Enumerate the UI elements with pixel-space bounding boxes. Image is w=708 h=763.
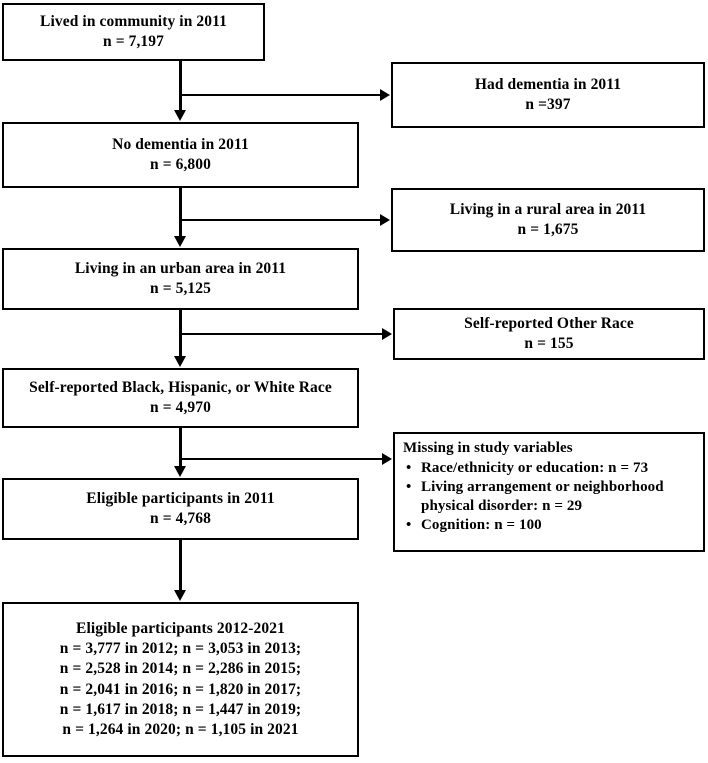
node-black-hispanic-white-race-line2: n = 4,970 bbox=[150, 399, 211, 416]
node-eligible-participants-2012-2021-title: Eligible participants 2012-2021 bbox=[76, 620, 285, 638]
connector-vline-2 bbox=[179, 188, 182, 238]
node-eligible-participants-2012-2021-line-4: n = 1,617 in 2018; n = 1,447 in 2019; bbox=[59, 700, 302, 718]
connector-arrow-down-4 bbox=[174, 466, 186, 477]
connector-arrow-right-3 bbox=[382, 328, 392, 340]
node-rural-area-line1: Living in a rural area in 2011 bbox=[449, 200, 647, 218]
connector-arrow-down-3 bbox=[174, 356, 186, 367]
connector-arrow-down-5 bbox=[174, 590, 186, 601]
connector-arrow-right-1 bbox=[380, 89, 390, 101]
node-urban-area: Living in an urban area in 2011 n = 5,12… bbox=[2, 248, 359, 310]
connector-vline-1 bbox=[179, 61, 182, 112]
node-lived-in-community-line2: n = 7,197 bbox=[103, 33, 164, 50]
node-lived-in-community-line1: Lived in community in 2011 bbox=[40, 12, 227, 30]
node-other-race-line2: n = 155 bbox=[524, 335, 574, 352]
bullet-icon: • bbox=[406, 478, 412, 495]
connector-arrow-right-4 bbox=[382, 453, 392, 465]
list-item: • Race/ethnicity or education: n = 73 bbox=[403, 459, 697, 478]
node-missing-study-variables-title: Missing in study variables bbox=[403, 440, 573, 456]
node-urban-area-line1: Living in an urban area in 2011 bbox=[74, 259, 287, 277]
node-no-dementia-line2: n = 6,800 bbox=[150, 156, 211, 173]
node-urban-area-line2: n = 5,125 bbox=[150, 280, 211, 297]
node-eligible-participants-2012-2021-line-5: n = 1,264 in 2020; n = 1,105 in 2021 bbox=[62, 720, 299, 738]
node-eligible-participants-2012-2021: Eligible participants 2012-2021 n = 3,77… bbox=[2, 602, 359, 757]
node-lived-in-community: Lived in community in 2011 n = 7,197 bbox=[2, 3, 265, 61]
bullet-icon: • bbox=[406, 516, 412, 533]
node-rural-area-line2: n = 1,675 bbox=[517, 221, 579, 238]
node-eligible-participants-2012-2021-line-3: n = 2,041 in 2016; n = 1,820 in 2017; bbox=[59, 680, 302, 698]
node-eligible-participants-2011: Eligible participants in 2011 n = 4,768 bbox=[2, 478, 359, 540]
node-missing-study-variables: Missing in study variables • Race/ethnic… bbox=[393, 432, 705, 552]
node-eligible-participants-2011-line2: n = 4,768 bbox=[150, 510, 211, 527]
connector-vline-4 bbox=[179, 428, 182, 468]
list-item: • Living arrangement or neighborhood phy… bbox=[403, 478, 697, 516]
node-eligible-participants-2012-2021-line-1: n = 3,777 in 2012; n = 3,053 in 2013; bbox=[59, 640, 302, 658]
list-item-label: Living arrangement or neighborhood physi… bbox=[421, 478, 664, 514]
missing-variables-list: • Race/ethnicity or education: n = 73 • … bbox=[403, 459, 697, 535]
list-item: • Cognition: n = 100 bbox=[403, 516, 697, 535]
node-had-dementia: Had dementia in 2011 n =397 bbox=[391, 62, 705, 128]
node-eligible-participants-2012-2021-line-2: n = 2,528 in 2014; n = 2,286 in 2015; bbox=[59, 660, 302, 678]
node-black-hispanic-white-race: Self-reported Black, Hispanic, or White … bbox=[2, 368, 359, 428]
node-rural-area: Living in a rural area in 2011 n = 1,675 bbox=[391, 188, 705, 252]
connector-hline-4 bbox=[179, 458, 383, 460]
list-item-label: Race/ethnicity or education: n = 73 bbox=[421, 459, 649, 476]
node-black-hispanic-white-race-line1: Self-reported Black, Hispanic, or White … bbox=[29, 378, 332, 396]
connector-arrow-down-2 bbox=[174, 236, 186, 247]
node-other-race: Self-reported Other Race n = 155 bbox=[393, 308, 705, 360]
node-no-dementia-line1: No dementia in 2011 bbox=[112, 135, 249, 153]
connector-hline-1 bbox=[179, 94, 381, 96]
list-item-label: Cognition: n = 100 bbox=[421, 516, 542, 533]
node-had-dementia-line1: Had dementia in 2011 bbox=[474, 75, 622, 93]
node-no-dementia: No dementia in 2011 n = 6,800 bbox=[2, 122, 359, 188]
connector-hline-2 bbox=[179, 219, 381, 221]
connector-arrow-right-2 bbox=[380, 214, 390, 226]
connector-arrow-down-1 bbox=[174, 110, 186, 121]
node-eligible-participants-2011-line1: Eligible participants in 2011 bbox=[86, 489, 275, 507]
connector-hline-3 bbox=[179, 333, 383, 335]
connector-vline-5 bbox=[179, 540, 182, 592]
node-other-race-line1: Self-reported Other Race bbox=[464, 314, 634, 332]
node-had-dementia-line2: n =397 bbox=[525, 96, 571, 113]
bullet-icon: • bbox=[406, 459, 412, 476]
